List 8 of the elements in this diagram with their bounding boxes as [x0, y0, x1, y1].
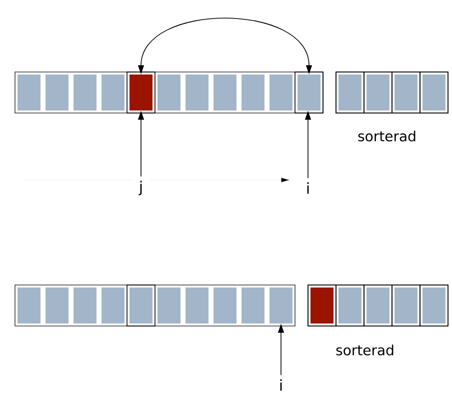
caption-label: sorterad — [358, 130, 416, 142]
index-label: i — [307, 182, 309, 194]
index-label: j — [138, 180, 142, 196]
array-cell — [270, 288, 292, 324]
array-cell — [130, 74, 152, 110]
index-label: i — [280, 379, 282, 391]
array-cell — [298, 74, 320, 110]
caption-label: sorterad — [336, 344, 394, 356]
